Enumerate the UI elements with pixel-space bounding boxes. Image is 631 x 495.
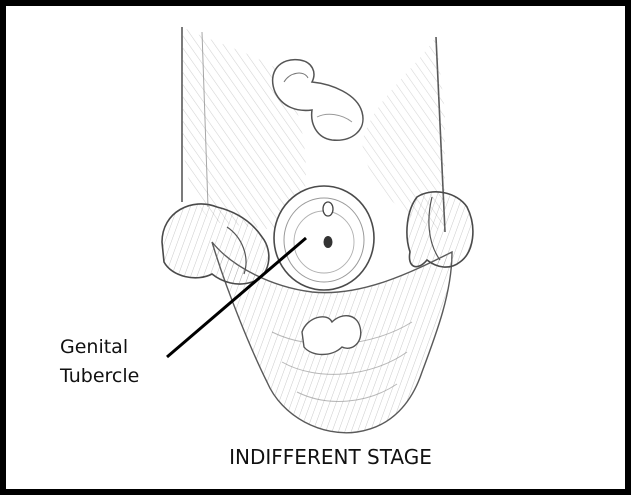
label-tubercle: Tubercle: [60, 364, 139, 388]
label-genital: Genital: [60, 335, 128, 359]
figure-caption: INDIFFERENT STAGE: [0, 445, 631, 469]
right-limb-bud: [407, 192, 473, 267]
left-thigh: [182, 27, 306, 232]
genital-tubercle: [274, 186, 374, 290]
pencil-sketch: [12, 12, 631, 495]
